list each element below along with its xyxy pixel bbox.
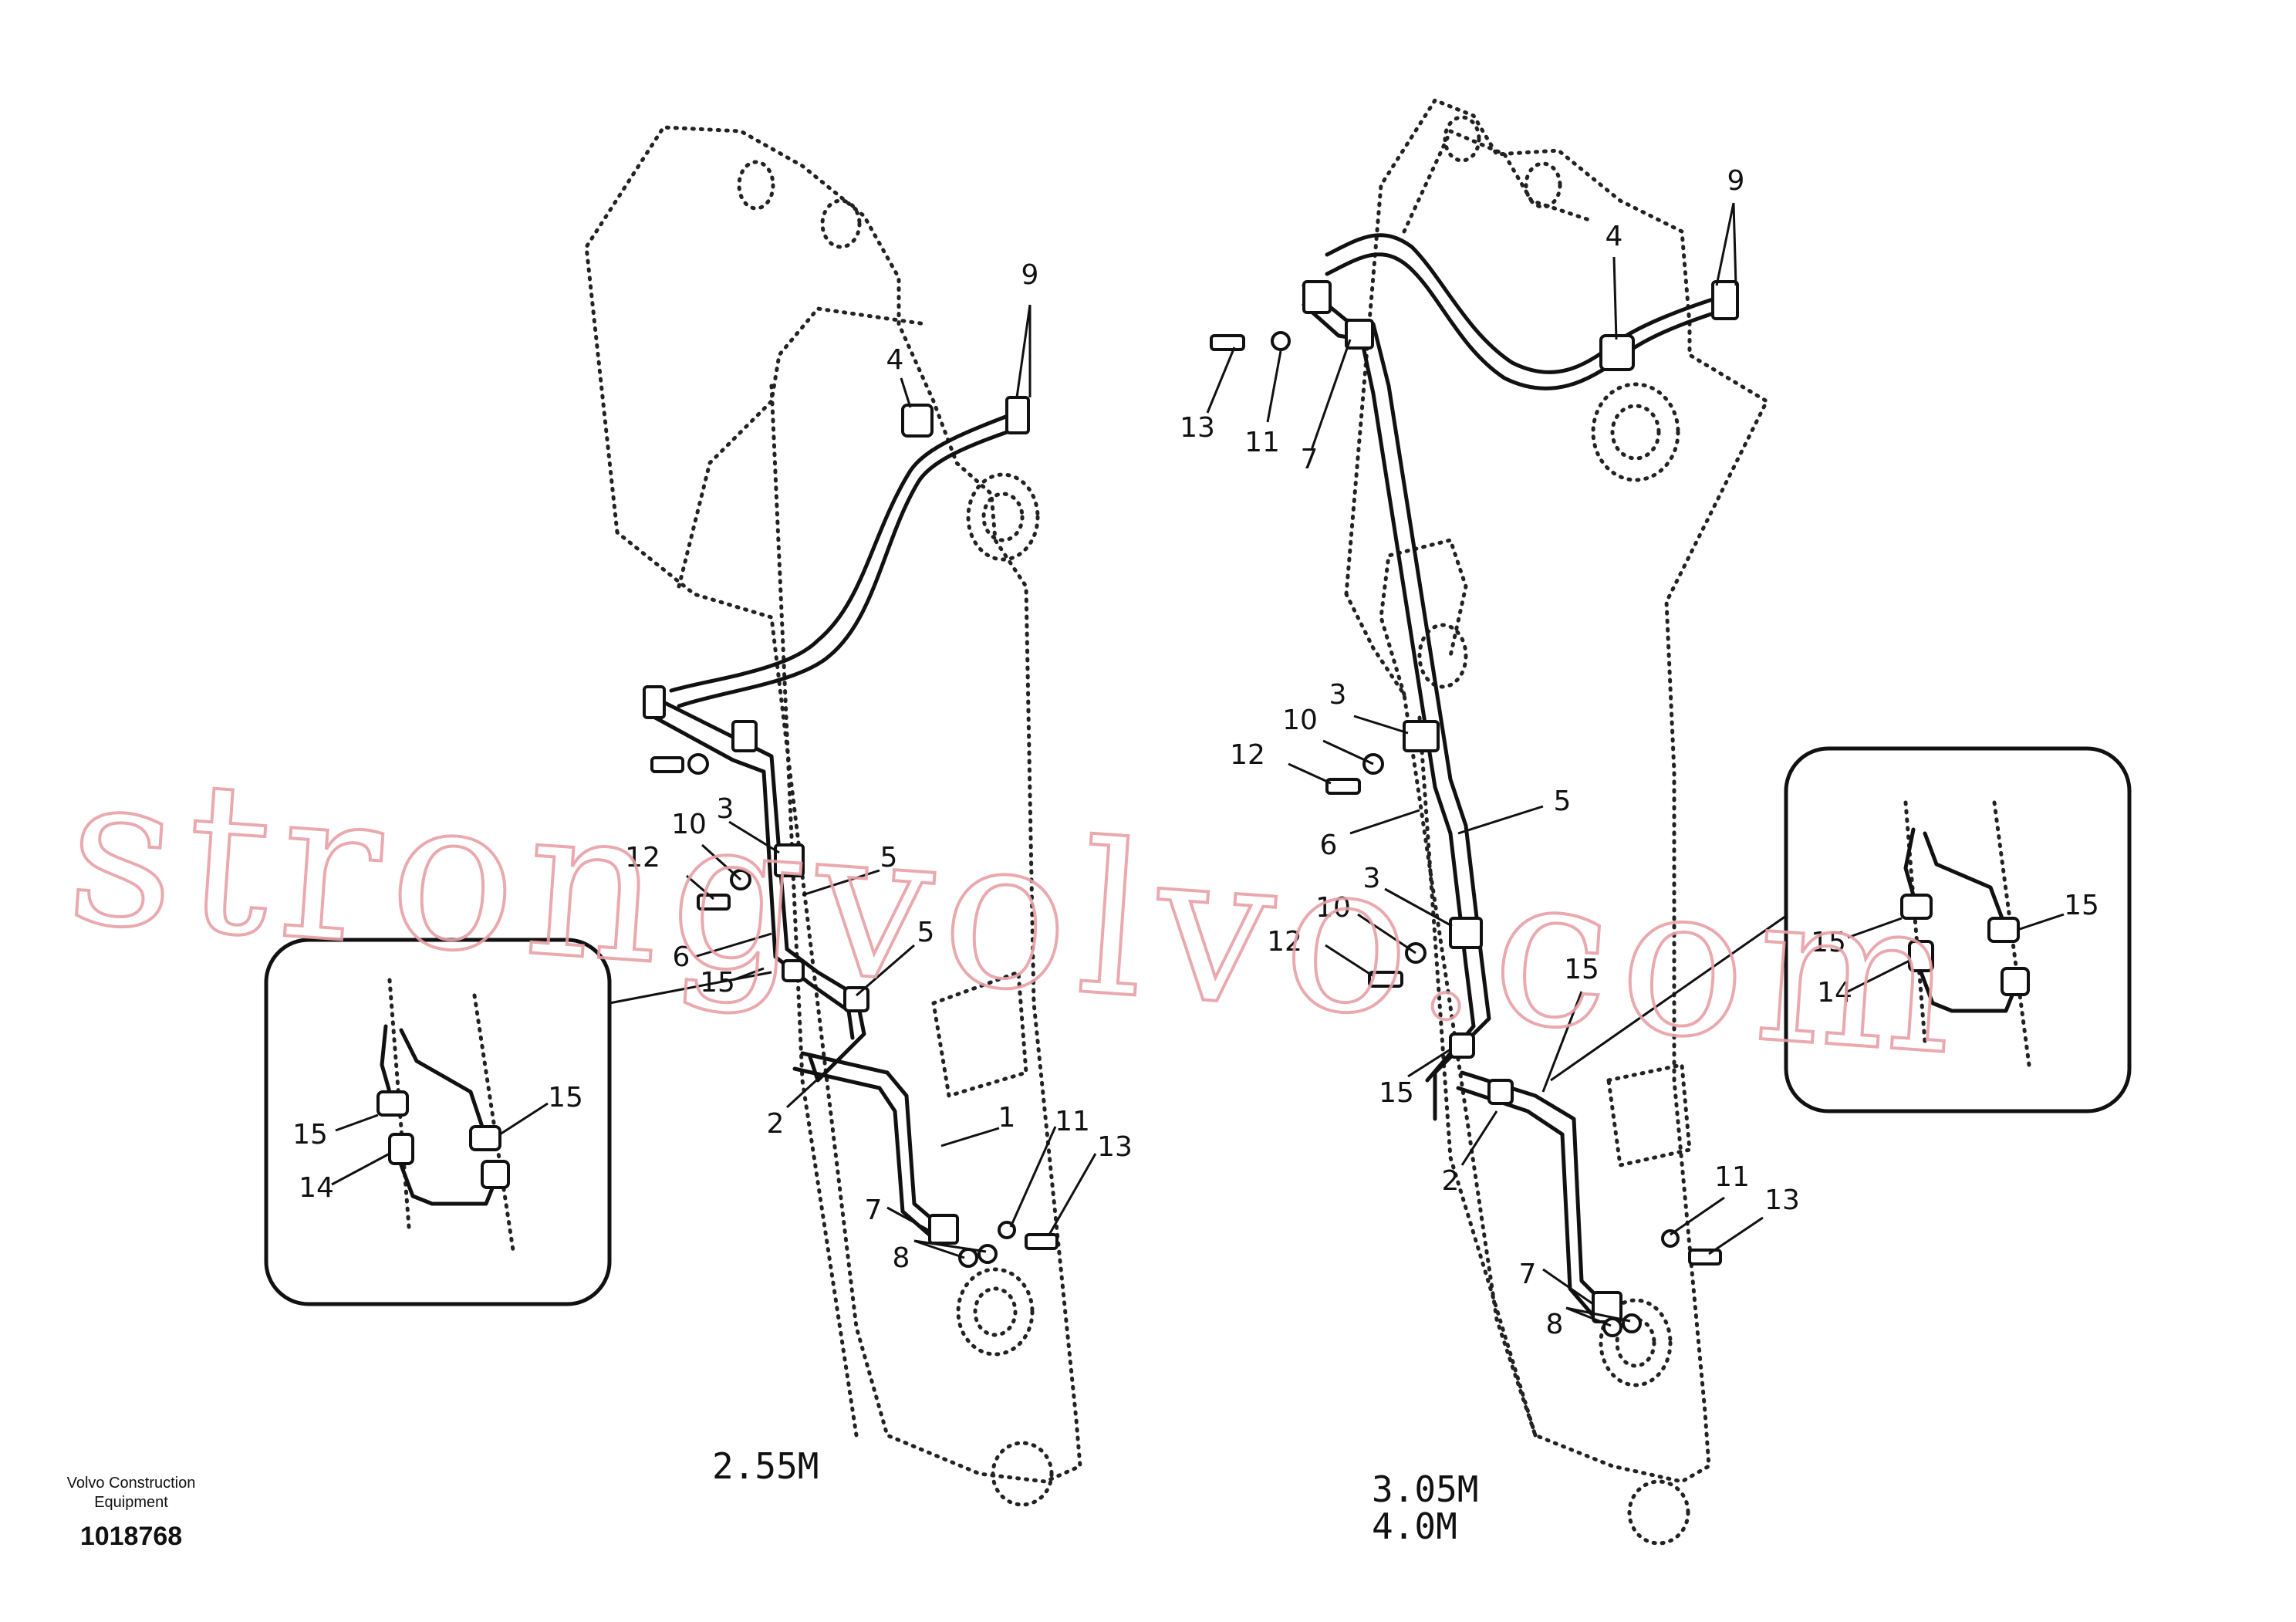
callout-left-8: 8	[893, 1242, 910, 1274]
callout-left-2: 2	[767, 1108, 785, 1140]
clamp-4-left	[901, 404, 934, 438]
callout-right-8: 8	[1546, 1309, 1564, 1340]
variant-label-right-1: 3.05M	[1372, 1468, 1478, 1510]
callout-left-detail-15b: 15	[548, 1082, 583, 1113]
callout-left-12: 12	[625, 842, 660, 874]
hose-lines-left	[643, 396, 1059, 1268]
callout-right-2: 2	[1442, 1165, 1460, 1197]
callout-right-11: 11	[1244, 427, 1280, 458]
clamp-left-a	[731, 720, 758, 752]
callout-right-10a: 10	[1282, 705, 1318, 736]
callout-left-4: 4	[886, 344, 904, 376]
union-b-detail-left	[481, 1160, 510, 1189]
clamp-3-left	[774, 843, 805, 877]
leaders-left	[609, 304, 1097, 1259]
bolt-13-top-right	[1210, 334, 1245, 351]
callout-right-13b: 13	[1764, 1184, 1800, 1216]
callout-left-7: 7	[865, 1195, 883, 1226]
callout-left-detail-14: 14	[299, 1172, 334, 1204]
callout-left-1: 1	[998, 1102, 1016, 1134]
fitting-top-right-a	[1302, 280, 1332, 314]
bolt-12-left	[697, 894, 731, 911]
callout-right-11b: 11	[1714, 1161, 1750, 1193]
callout-right-12b: 12	[1267, 926, 1302, 958]
washer-11-right	[1661, 1229, 1680, 1248]
callouts-right: 9 4 13 11 7 3 10 12 5 6 3 10 12 15 15 2 …	[1180, 165, 1800, 1340]
callout-left-10: 10	[671, 809, 707, 840]
hose-lines-right	[1210, 233, 1739, 1337]
fitting-9-right	[1711, 280, 1739, 320]
washer-10-left	[687, 753, 709, 775]
callout-left-detail-15a: 15	[292, 1119, 328, 1151]
bolt-12b-right	[1368, 971, 1403, 988]
callout-left-15: 15	[700, 967, 735, 999]
callout-right-12a: 12	[1230, 739, 1265, 771]
callout-right-detail-15a: 15	[1811, 927, 1846, 958]
bolt-12a-right	[1325, 778, 1361, 795]
variant-label-left: 2.55M	[712, 1445, 819, 1487]
detail-inset-right: 15 15 14	[1784, 746, 2132, 1113]
callout-right-detail-14: 14	[1817, 977, 1852, 1009]
callout-left-9: 9	[1021, 259, 1039, 291]
callout-right-detail-15b: 15	[2064, 890, 2099, 921]
callout-right-3b: 3	[1363, 863, 1381, 894]
adapter-15b-right	[1487, 1079, 1514, 1105]
fitting-top-left	[643, 685, 666, 719]
callout-right-7: 7	[1301, 444, 1319, 475]
callout-right-9: 9	[1727, 165, 1745, 197]
clamp-4-right	[1599, 334, 1635, 371]
footer-block: Volvo Construction Equipment 1018768	[31, 1474, 231, 1552]
adapter-15-left	[843, 986, 869, 1012]
bolt-13-left	[1025, 1233, 1059, 1250]
nut-8b-right	[1622, 1313, 1642, 1333]
detail-inset-left: 15 15 14	[264, 938, 612, 1306]
adapter-15a-detail-left	[376, 1090, 409, 1117]
callout-right-13: 13	[1180, 412, 1215, 444]
clamp-3b-right	[1449, 917, 1483, 949]
adapter-15b-detail-right	[1987, 917, 2020, 943]
adapter-15a-right	[1449, 1032, 1475, 1059]
document-number: 1018768	[79, 1522, 183, 1551]
nut-8a-right	[1602, 1317, 1622, 1337]
fitting-9-left	[1005, 396, 1030, 434]
bolt-left-a	[650, 756, 684, 773]
arm-outline-right	[1344, 98, 1769, 1546]
arm-outline-left	[584, 125, 1082, 1507]
callout-left-5a: 5	[880, 842, 898, 874]
callout-right-5: 5	[1554, 786, 1572, 817]
bolt-13-right	[1688, 1249, 1722, 1265]
callout-left-13: 13	[1097, 1131, 1133, 1163]
callout-right-7b: 7	[1519, 1259, 1537, 1290]
callouts-left: 9 4 3 10 12 5 6 15 5 2 1 11 13 7 8	[625, 259, 1133, 1274]
clamp-3a-right	[1403, 720, 1440, 752]
union-b-detail-right	[2001, 967, 2030, 996]
leaders-right	[1206, 202, 1795, 1327]
callout-left-6: 6	[673, 941, 690, 973]
callout-left-3: 3	[717, 793, 734, 825]
clamp-7-top-right	[1345, 319, 1374, 350]
callout-right-6: 6	[1320, 830, 1338, 861]
callout-right-4: 4	[1606, 221, 1623, 252]
callout-left-11: 11	[1055, 1106, 1090, 1137]
block-7-left	[928, 1214, 959, 1245]
callout-right-15a: 15	[1564, 954, 1599, 985]
adapter-15b-detail-left	[469, 1125, 501, 1151]
variant-label-right-2: 4.0M	[1372, 1505, 1457, 1547]
adapter-15a-detail-right	[1900, 894, 1933, 920]
callout-right-15b: 15	[1379, 1077, 1414, 1109]
union-14-detail-left	[388, 1133, 414, 1165]
callout-right-10b: 10	[1315, 892, 1351, 924]
callout-right-3a: 3	[1329, 679, 1347, 711]
adapter-left-b	[782, 959, 805, 982]
callout-left-5b: 5	[917, 917, 935, 948]
washer-11-top-right	[1271, 331, 1291, 351]
manufacturer-label: Volvo Construction Equipment	[66, 1475, 196, 1511]
nut-8b-left	[977, 1244, 998, 1264]
